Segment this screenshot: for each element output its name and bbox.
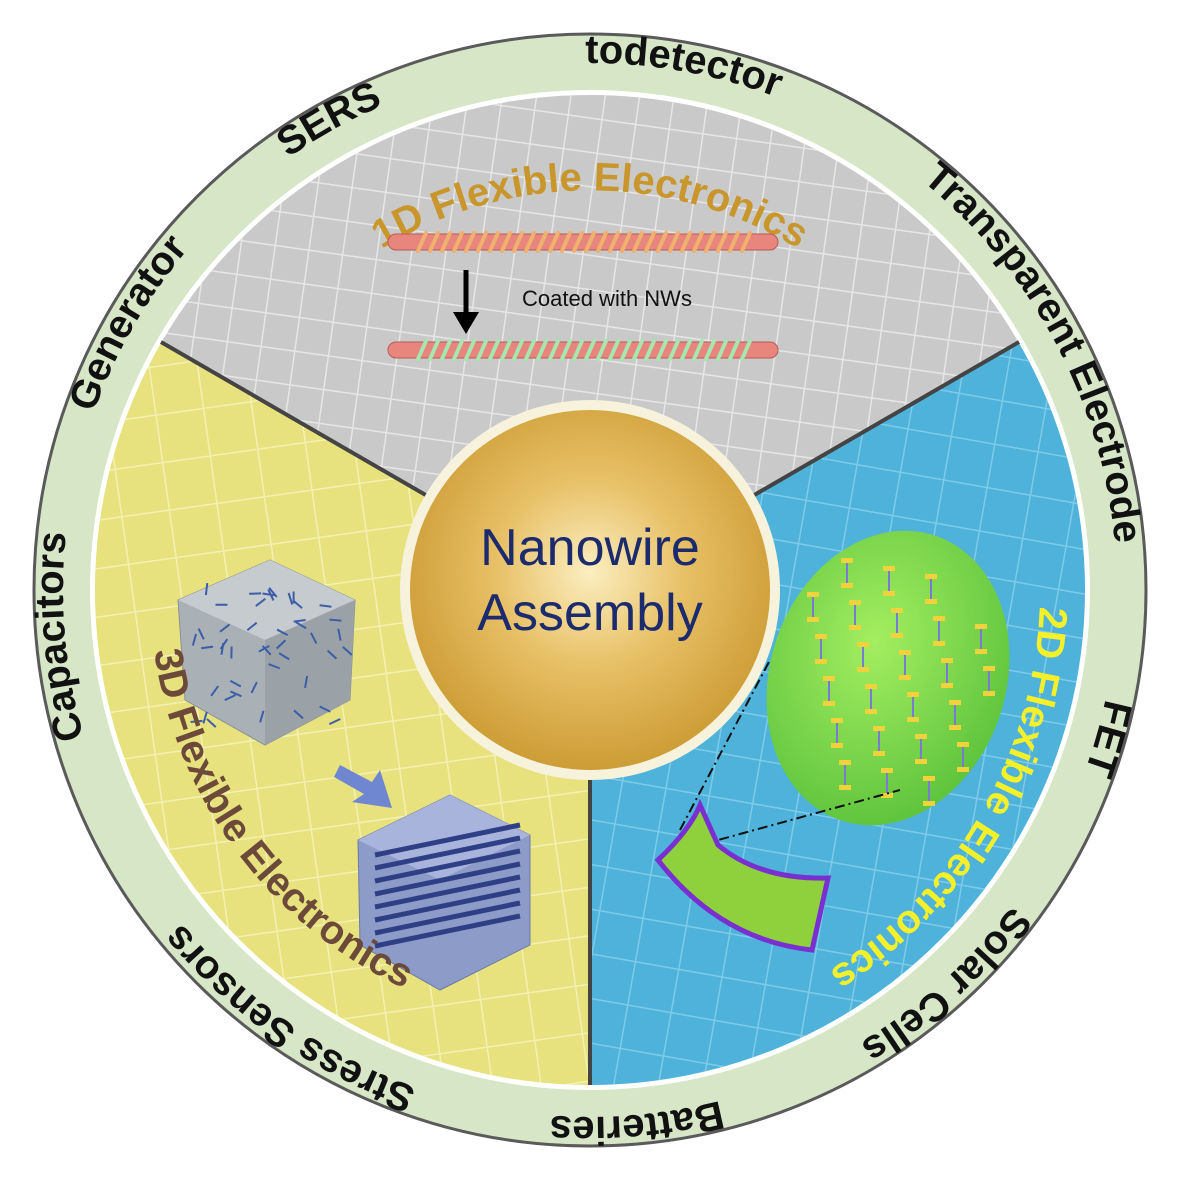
transform-arrow-icon xyxy=(334,765,392,808)
nanowire-coated-fiber xyxy=(387,339,779,361)
zoom-lines xyxy=(679,659,901,846)
nanowire-array-zoom xyxy=(766,530,1010,826)
flexible-substrate xyxy=(654,798,832,953)
cube-aligned-nanowires xyxy=(357,794,531,991)
center-circle xyxy=(410,410,770,770)
aligned-nanowire-array xyxy=(807,558,995,806)
down-arrow-icon xyxy=(453,270,479,334)
center-title-line2: Assembly xyxy=(477,584,702,642)
coating-caption: Coated with NWs xyxy=(522,286,692,311)
uncoated-fiber xyxy=(387,231,779,253)
cube-random-nanowires xyxy=(177,559,356,746)
center-title-line1: Nanowire xyxy=(480,519,700,577)
